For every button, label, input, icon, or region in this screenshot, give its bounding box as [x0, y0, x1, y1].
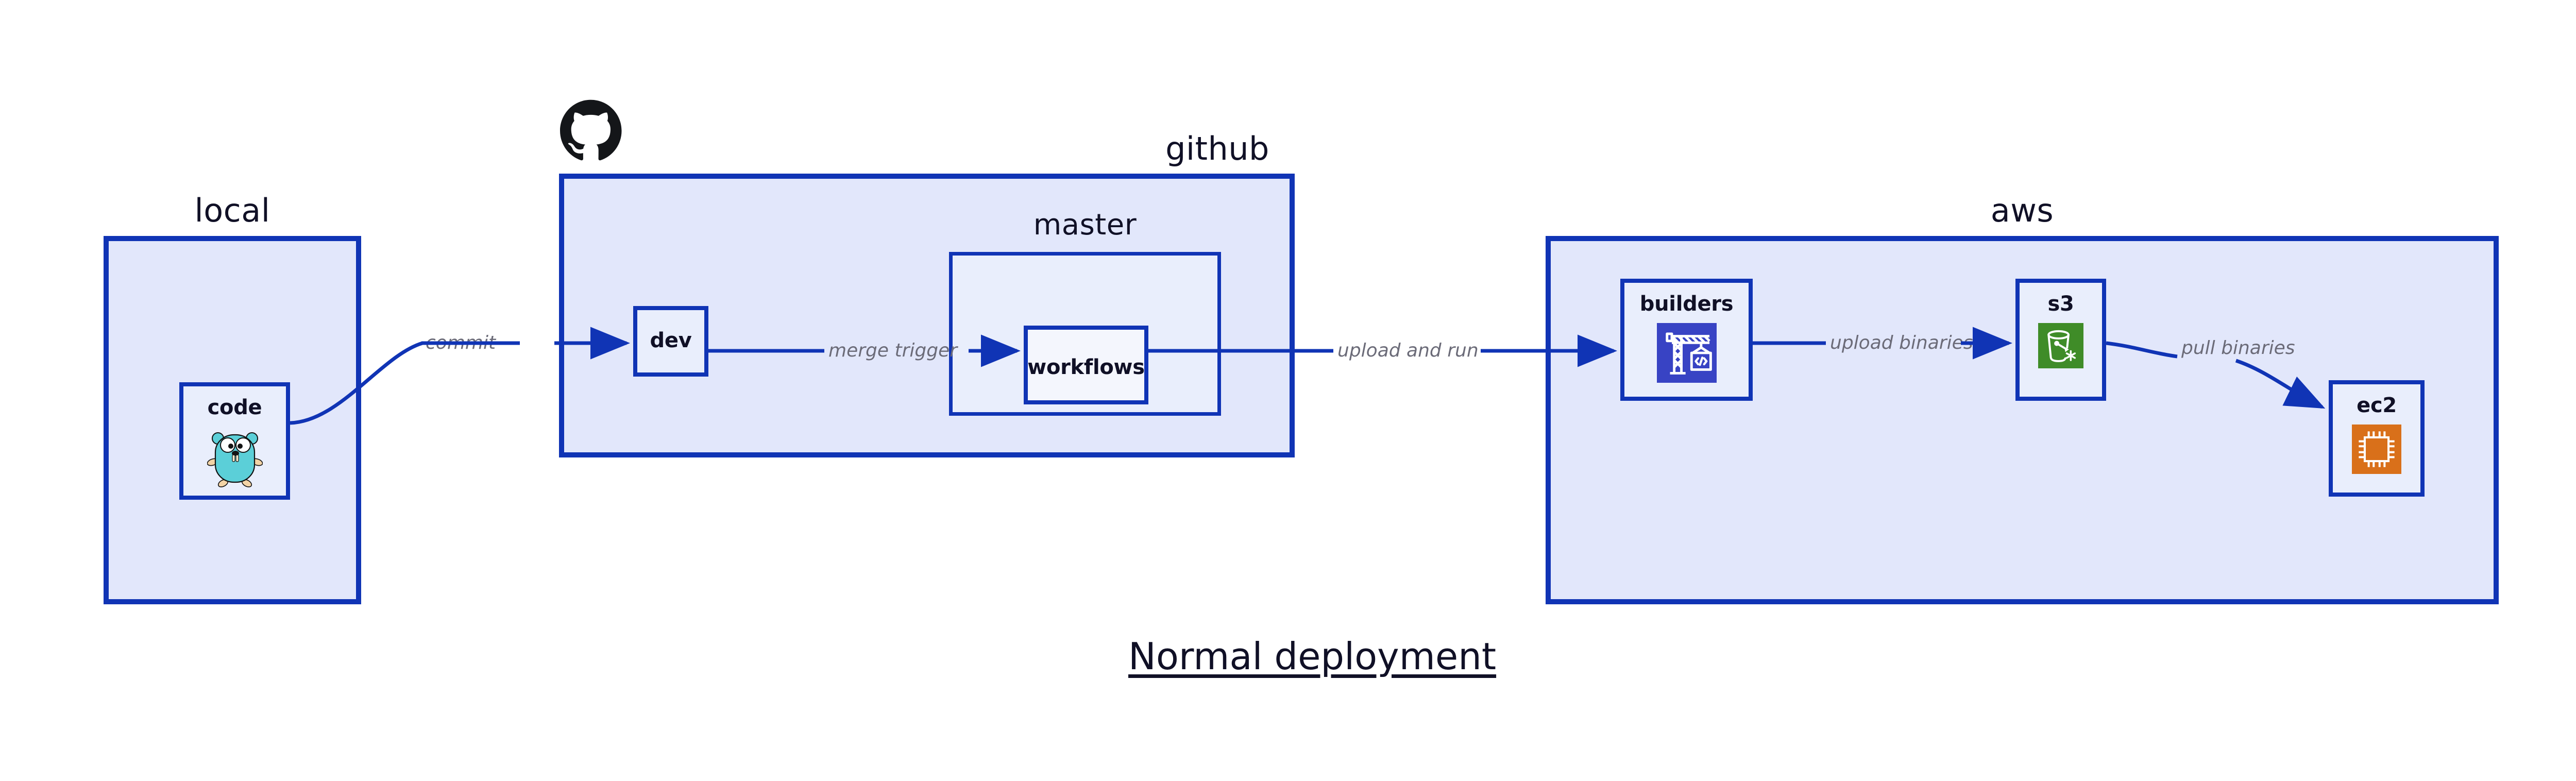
- crane-code-icon: [1656, 323, 1717, 383]
- node-workflows-label: workflows: [1027, 355, 1145, 379]
- edge-label-pull-binaries: pull binaries: [2181, 337, 2295, 359]
- node-builders-label: builders: [1639, 292, 1734, 316]
- node-dev-label: dev: [650, 329, 692, 352]
- github-octocat-icon: [560, 98, 622, 162]
- edge-label-merge-trigger: merge trigger: [828, 340, 958, 361]
- group-aws-label: aws: [1990, 192, 2054, 229]
- node-code-label: code: [207, 396, 262, 419]
- edge-label-commit: commit: [426, 332, 496, 353]
- node-ec2[interactable]: ec2: [2329, 380, 2425, 497]
- node-s3-label: s3: [2047, 292, 2074, 316]
- go-gopher-icon: [207, 427, 263, 487]
- node-builders[interactable]: builders: [1620, 279, 1753, 401]
- edge-label-upload-binaries: upload binaries: [1830, 332, 1973, 353]
- group-github-label: github: [1165, 130, 1269, 167]
- node-dev[interactable]: dev: [633, 306, 708, 377]
- edge-label-upload-and-run: upload and run: [1337, 340, 1479, 361]
- ec2-chip-icon: [2352, 425, 2401, 474]
- page-title: Normal deployment: [1128, 635, 1497, 678]
- node-s3[interactable]: s3: [2015, 279, 2106, 401]
- node-workflows[interactable]: workflows: [1024, 326, 1148, 404]
- group-local-label: local: [194, 192, 270, 229]
- node-code[interactable]: code: [179, 382, 290, 500]
- subgroup-master-label: master: [1033, 208, 1137, 242]
- s3-bucket-icon: [2038, 323, 2083, 368]
- node-ec2-label: ec2: [2357, 394, 2397, 417]
